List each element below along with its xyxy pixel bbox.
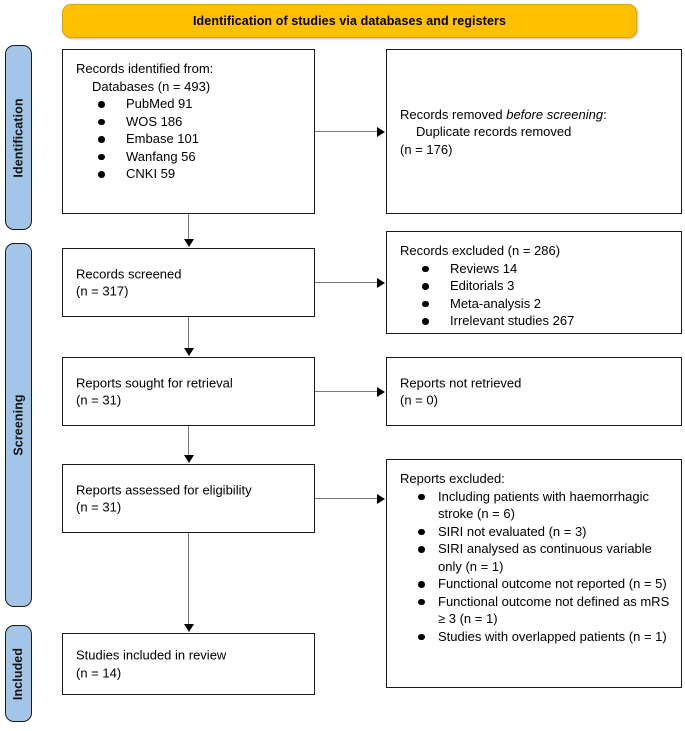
list-item: Embase 101 bbox=[76, 130, 306, 148]
connector-screened-to-sought bbox=[188, 317, 190, 350]
records-identified-line1: Records identified from: bbox=[76, 61, 214, 76]
box-records-screened: Records screened (n = 317) bbox=[62, 248, 315, 317]
records-removed-count: (n = 176) bbox=[400, 141, 453, 157]
list-item: Meta-analysis 2 bbox=[400, 295, 673, 313]
list-item: Reviews 14 bbox=[400, 260, 673, 278]
connector-sought-to-not-retrieved bbox=[315, 391, 378, 393]
reports-sought-label: Reports sought for retrieval bbox=[76, 375, 233, 390]
box-reports-assessed: Reports assessed for eligibility (n = 31… bbox=[62, 464, 315, 533]
header-banner: Identification of studies via databases … bbox=[62, 4, 637, 38]
arrowhead-sought-to-assessed bbox=[184, 455, 194, 463]
connector-identified-to-removed bbox=[315, 131, 378, 133]
box-reports-not-retrieved: Reports not retrieved (n = 0) bbox=[386, 357, 682, 426]
records-screened-count: (n = 317) bbox=[76, 283, 129, 299]
list-item: SIRI not evaluated (n = 3) bbox=[400, 523, 673, 541]
list-item: Editorials 3 bbox=[400, 277, 673, 295]
list-item: Functional outcome not reported (n = 5) bbox=[400, 575, 673, 593]
records-removed-prefix: Records removed bbox=[400, 106, 507, 122]
reports-assessed-count: (n = 31) bbox=[76, 499, 122, 515]
list-item: Studies with overlapped patients (n = 1) bbox=[400, 628, 673, 646]
records-identified-bullet-list: PubMed 91 WOS 186 Embase 101 Wanfang 56 … bbox=[76, 95, 306, 183]
records-removed-line1: Records removed before screening: bbox=[400, 105, 673, 123]
box-reports-excluded: Reports excluded: Including patients wit… bbox=[386, 459, 682, 688]
arrowhead-assessed-to-included bbox=[184, 624, 194, 632]
list-item: Functional outcome not defined as mRS ≥ … bbox=[400, 593, 673, 628]
stage-label-identification: Identification bbox=[11, 97, 26, 178]
box-studies-included: Studies included in review (n = 14) bbox=[62, 633, 315, 695]
reports-sought-count: (n = 31) bbox=[76, 392, 122, 408]
stage-bar-included: Included bbox=[5, 625, 32, 722]
connector-screened-to-excluded bbox=[315, 282, 378, 284]
arrowhead-screened-to-sought bbox=[184, 348, 194, 356]
list-item: Including patients with haemorrhagic str… bbox=[400, 488, 673, 523]
studies-included-count: (n = 14) bbox=[76, 665, 122, 680]
records-excluded-label: Records excluded (n = 286) bbox=[400, 243, 561, 258]
box-records-identified: Records identified from: Databases (n = … bbox=[62, 49, 315, 214]
list-item: WOS 186 bbox=[76, 113, 306, 131]
list-item: Wanfang 56 bbox=[76, 148, 306, 166]
records-removed-colon: : bbox=[603, 106, 607, 122]
list-item: CNKI 59 bbox=[76, 165, 306, 183]
stage-label-screening: Screening bbox=[11, 394, 26, 456]
records-removed-line2: Duplicate records removed bbox=[416, 123, 572, 139]
records-removed-emphasis: before screening bbox=[506, 106, 604, 122]
connector-assessed-to-included bbox=[188, 533, 190, 626]
arrowhead-screened-to-excluded bbox=[377, 278, 385, 288]
list-item: SIRI analysed as continuous variable onl… bbox=[400, 540, 673, 575]
studies-included-label: Studies included in review bbox=[76, 647, 227, 663]
records-excluded-bullet-list: Reviews 14 Editorials 3 Meta-analysis 2 … bbox=[400, 260, 673, 330]
stage-label-included: Included bbox=[11, 647, 26, 700]
connector-sought-to-assessed bbox=[188, 426, 190, 457]
arrowhead-identified-to-removed bbox=[377, 127, 385, 137]
reports-assessed-label: Reports assessed for eligibility bbox=[76, 482, 252, 497]
reports-excluded-label: Reports excluded: bbox=[400, 471, 505, 486]
list-item: PubMed 91 bbox=[76, 95, 306, 113]
box-reports-sought: Reports sought for retrieval (n = 31) bbox=[62, 357, 315, 426]
reports-excluded-bullet-list: Including patients with haemorrhagic str… bbox=[400, 488, 673, 646]
header-title: Identification of studies via databases … bbox=[192, 14, 507, 28]
list-item: Irrelevant studies 267 bbox=[400, 312, 673, 330]
arrowhead-sought-to-not-retrieved bbox=[377, 387, 385, 397]
arrowhead-identified-to-screened bbox=[184, 239, 194, 247]
reports-not-retrieved-count: (n = 0) bbox=[400, 392, 438, 408]
connector-assessed-to-excluded bbox=[315, 498, 378, 500]
arrowhead-assessed-to-excluded bbox=[377, 494, 385, 504]
records-identified-line2: Databases (n = 493) bbox=[92, 78, 211, 94]
records-screened-label: Records screened bbox=[76, 266, 182, 281]
stage-bar-identification: Identification bbox=[5, 45, 32, 230]
connector-identified-to-screened bbox=[188, 214, 190, 241]
box-records-removed: Records removed before screening: Duplic… bbox=[386, 49, 682, 214]
reports-not-retrieved-label: Reports not retrieved bbox=[400, 375, 522, 390]
stage-bar-screening: Screening bbox=[5, 243, 32, 607]
box-records-excluded: Records excluded (n = 286) Reviews 14 Ed… bbox=[386, 231, 682, 334]
